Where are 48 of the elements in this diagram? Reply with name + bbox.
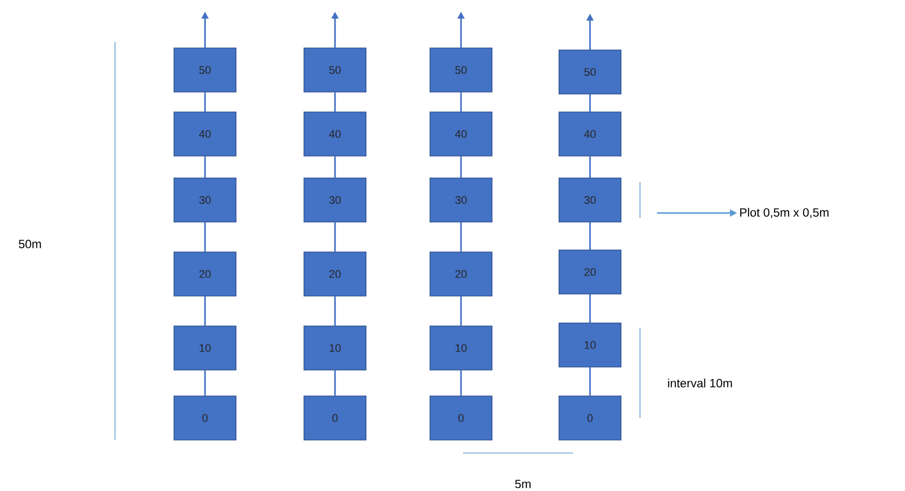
dimension-label: 5m [515, 480, 531, 488]
connector-line [460, 92, 462, 112]
dimension-label: 50m [18, 240, 41, 248]
plot-box: 50 [174, 48, 236, 92]
plot-box: 10 [304, 326, 366, 370]
connector-line [204, 92, 206, 112]
connector-line [589, 222, 591, 250]
plot-box: 0 [304, 396, 366, 440]
connector-line [334, 156, 336, 178]
plot-box: 0 [558, 396, 622, 440]
plot-box: 50 [558, 50, 622, 94]
plot-label: Plot 0,5m x 0,5m [740, 208, 828, 218]
connector-line [204, 370, 206, 396]
connector-line [589, 294, 591, 323]
dimension-label: interval 10m [668, 378, 732, 388]
plot-box: 20 [558, 250, 622, 294]
plot-box: 30 [558, 178, 622, 222]
connector-line [334, 370, 336, 396]
connector-line [589, 94, 591, 112]
connector-line [460, 156, 462, 178]
plot-box: 30 [430, 178, 492, 222]
connector-line [460, 370, 462, 396]
connector-line [589, 367, 591, 396]
plot-box: 20 [304, 252, 366, 296]
connector-line [204, 296, 206, 326]
connector-line [589, 156, 591, 178]
plot-box: 20 [174, 252, 236, 296]
plot-box: 30 [174, 178, 236, 222]
plot-box: 30 [304, 178, 366, 222]
plot-box: 40 [558, 112, 622, 156]
plot-box: 50 [304, 48, 366, 92]
connector-line [334, 296, 336, 326]
connector-line [460, 222, 462, 252]
plot-box: 0 [174, 396, 236, 440]
connector-line [334, 222, 336, 252]
plot-box: 20 [430, 252, 492, 296]
plot-box: 10 [430, 326, 492, 370]
plot-box: 40 [304, 112, 366, 156]
connector-line [204, 156, 206, 178]
connector-line [204, 222, 206, 252]
connector-line [460, 296, 462, 326]
connector-line [334, 92, 336, 112]
plot-box: 40 [430, 112, 492, 156]
plot-box: 0 [430, 396, 492, 440]
plot-box: 50 [430, 48, 492, 92]
plot-box: 40 [174, 112, 236, 156]
plot-box: 10 [174, 326, 236, 370]
plot-box: 10 [558, 322, 622, 368]
